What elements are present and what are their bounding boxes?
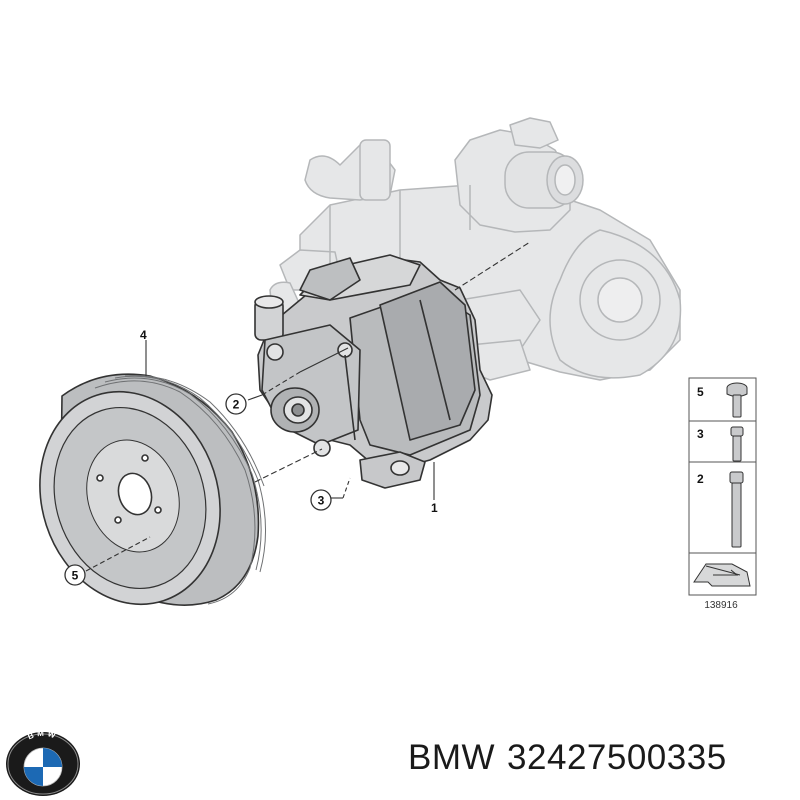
- callout-label: 3: [318, 494, 325, 508]
- fastener-legend: [688, 377, 757, 596]
- brand-name: BMW: [408, 738, 496, 777]
- ghost-engine-housing: [269, 117, 682, 381]
- socket-head-bolt-short-icon: [730, 426, 744, 462]
- torx-screw-icon: [726, 382, 748, 418]
- callout-part-2: 2: [225, 393, 247, 415]
- legend-row-3: 3: [697, 426, 744, 462]
- callout-label: 1: [431, 501, 438, 515]
- view-direction-arrow-icon: [693, 563, 751, 587]
- leader-lines: [85, 241, 531, 572]
- legend-label: 3: [697, 427, 704, 441]
- callout-label: 4: [140, 328, 147, 342]
- socket-head-bolt-long-icon: [729, 471, 744, 548]
- bmw-logo: BMW: [4, 727, 82, 797]
- legend-row-5: 5: [697, 382, 748, 418]
- legend-row-2: 2: [697, 471, 744, 548]
- power-steering-pump: [254, 254, 493, 489]
- callout-label: 5: [72, 569, 79, 583]
- legend-label: 2: [697, 472, 704, 486]
- callout-part-4: 4: [140, 328, 147, 342]
- diagram-number: 138916: [704, 600, 738, 611]
- legend-label: 5: [697, 385, 704, 399]
- power-steering-pump-exploded-view: 4 2 3 1 5 5: [39, 117, 757, 611]
- pulley: [39, 373, 266, 606]
- callout-part-3: 3: [310, 489, 332, 511]
- callout-part-1: 1: [431, 501, 438, 515]
- svg-text:BMW: BMW: [26, 729, 59, 742]
- callout-label: 2: [233, 398, 240, 412]
- callout-part-5: 5: [64, 564, 86, 586]
- brand-part-caption: BMW 32427500335: [408, 738, 739, 778]
- part-number: 32427500335: [507, 738, 727, 777]
